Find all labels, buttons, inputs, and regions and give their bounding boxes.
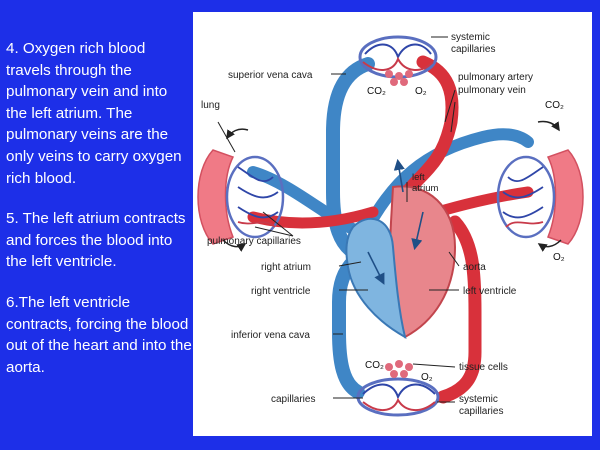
pulmonary-vein-left-vessel <box>247 206 379 229</box>
label-co2-top: CO₂ <box>367 86 386 97</box>
step-5-text: 5. The left atrium contracts and forces … <box>6 210 186 271</box>
label-pulmonary-vein: pulmonary vein <box>458 85 526 96</box>
right-lung-in-arrow <box>537 120 560 132</box>
label-right-ventricle: right ventricle <box>251 286 311 297</box>
top-systemic-capillary-bed <box>358 35 438 86</box>
deoxygenated-vessels <box>247 57 534 399</box>
label-co2-bottom: CO₂ <box>365 360 384 371</box>
leader-lines <box>217 36 460 403</box>
slide-text: 4. Oxygen rich blood travels through the… <box>6 38 192 397</box>
label-capillaries: capillaries <box>271 394 315 405</box>
step-4-text: 4. Oxygen rich blood travels through the… <box>6 40 182 187</box>
label-left-atrium-2: atrium <box>412 183 438 194</box>
descending-aorta-vessel <box>436 215 482 404</box>
label-pulmonary-capillaries: pulmonary capillaries <box>207 236 301 247</box>
label-o2-right-lung: O₂ <box>553 252 565 263</box>
label-lung: lung <box>201 100 220 111</box>
left-lung-in-arrow <box>222 239 247 252</box>
circulation-diagram-panel: systemic capillaries superior vena cava … <box>193 12 592 436</box>
label-tissue-cells: tissue cells <box>459 362 508 373</box>
label-pulmonary-artery: pulmonary artery <box>458 72 533 83</box>
label-left-ventricle: left ventricle <box>463 286 517 297</box>
left-pulmonary-capillary-bed <box>197 149 285 245</box>
right-pulmonary-capillary-bed <box>496 149 584 245</box>
label-systemic-capillaries-top-1: systemic <box>451 32 490 43</box>
label-o2-top: O₂ <box>415 86 427 97</box>
aorta-arch-vessel <box>400 55 459 199</box>
label-superior-vena-cava: superior vena cava <box>228 70 313 81</box>
superior-vena-cava-vessel <box>326 57 375 259</box>
step-6-text: 6.The left ventricle contracts, forcing … <box>6 293 192 376</box>
pulmonary-artery-left-vessel <box>247 166 364 238</box>
label-systemic-capillaries-bottom-1: systemic <box>459 394 498 405</box>
label-o2-bottom: O₂ <box>421 372 433 383</box>
circulation-diagram: systemic capillaries superior vena cava … <box>197 32 584 417</box>
bottom-systemic-capillary-bed <box>356 360 440 417</box>
label-co2-right-lung: CO₂ <box>545 100 564 111</box>
label-aorta: aorta <box>463 262 486 273</box>
left-lung-out-arrow <box>226 128 249 140</box>
label-left-atrium-1: left <box>412 172 425 183</box>
inferior-vena-cava-vessel <box>332 255 365 399</box>
label-right-atrium: right atrium <box>261 262 311 273</box>
label-systemic-capillaries-bottom-2: capillaries <box>459 406 503 417</box>
label-systemic-capillaries-top-2: capillaries <box>451 44 495 55</box>
heart <box>345 158 457 339</box>
label-inferior-vena-cava: inferior vena cava <box>231 330 310 341</box>
right-lung-out-arrow <box>537 239 562 252</box>
pulmonary-artery-right-vessel <box>362 128 534 233</box>
